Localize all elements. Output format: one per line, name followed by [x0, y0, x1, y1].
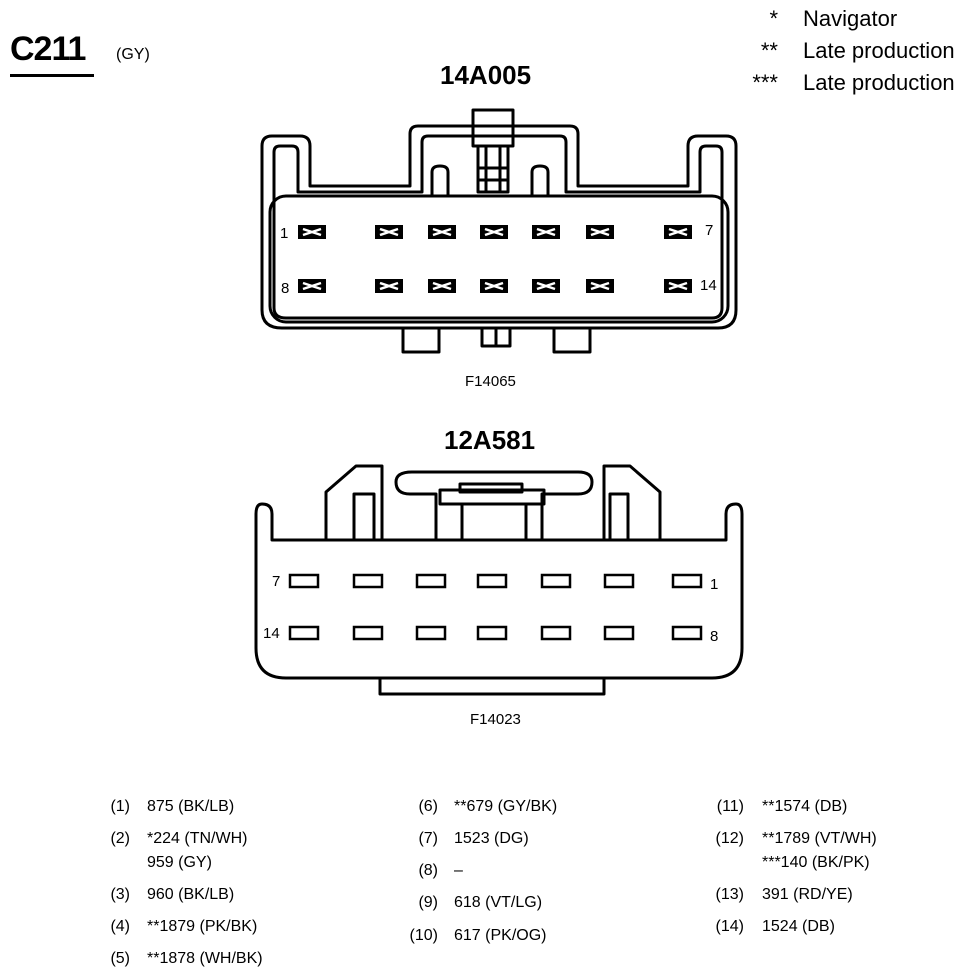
pin-number: (14) — [715, 918, 744, 935]
top-pin-cavity — [664, 279, 692, 293]
legend-mark-2: ** — [760, 38, 778, 63]
pin-wire: *224 (TN/WH) — [147, 830, 248, 847]
pin-wire: **1879 (PK/BK) — [147, 918, 258, 935]
pin-number: (6) — [418, 798, 438, 815]
top-pin-cavity — [586, 225, 614, 239]
bottom-pin-cavity — [352, 573, 384, 589]
title-underline — [10, 74, 94, 77]
pin-number: (9) — [418, 894, 438, 911]
pin-wire: 959 (GY) — [147, 854, 212, 871]
top-pin-label-14: 14 — [700, 277, 717, 294]
top-pin-label-7: 7 — [705, 222, 714, 239]
legend-mark-3: *** — [752, 70, 778, 95]
pin-wire: 1523 (DG) — [454, 830, 529, 847]
pin-wire: 875 (BK/LB) — [147, 798, 235, 815]
pin-wire: **1789 (VT/WH) — [762, 830, 877, 847]
pin-number: (10) — [409, 927, 438, 944]
bottom-pin-cavity — [352, 625, 384, 641]
top-pin-cavity — [375, 225, 403, 239]
bottom-pin-cavity — [671, 625, 703, 641]
bottom-pin-label-8: 8 — [710, 628, 719, 645]
top-connector-figure-code: F14065 — [465, 373, 516, 390]
legend-text-3: Late production — [803, 70, 955, 95]
pin-wire: 960 (BK/LB) — [147, 886, 235, 903]
top-pin-cavity — [298, 225, 326, 239]
pin-number: (5) — [110, 950, 130, 967]
top-pin-cavity — [586, 279, 614, 293]
top-pin-label-8: 8 — [281, 280, 290, 297]
bottom-pin-cavity — [671, 573, 703, 589]
connector-title: C211 — [10, 30, 86, 68]
pin-number: (8) — [418, 862, 438, 879]
bottom-pin-cavity — [476, 573, 508, 589]
pin-number: (1) — [110, 798, 130, 815]
bottom-pin-cavity — [476, 625, 508, 641]
bottom-pin-label-7: 7 — [272, 573, 281, 590]
bottom-pin-cavity — [603, 573, 635, 589]
bottom-pin-label-1: 1 — [710, 576, 719, 593]
pin-number: (4) — [110, 918, 130, 935]
top-pin-cavity — [532, 225, 560, 239]
top-pin-cavity — [664, 225, 692, 239]
bottom-pin-cavity — [415, 573, 447, 589]
pin-wire: 391 (RD/YE) — [762, 886, 853, 903]
pin-wire: 617 (PK/OG) — [454, 927, 547, 944]
pin-wire: 618 (VT/LG) — [454, 894, 543, 911]
bottom-pin-cavity — [415, 625, 447, 641]
pin-number: (13) — [715, 886, 744, 903]
top-pin-cavity — [375, 279, 403, 293]
top-pin-cavity — [480, 225, 508, 239]
pin-number: (3) — [110, 886, 130, 903]
top-pin-cavity — [428, 279, 456, 293]
bottom-pin-cavity — [288, 573, 320, 589]
legend-text-2: Late production — [803, 38, 955, 63]
bottom-pin-label-14: 14 — [263, 625, 280, 642]
top-pin-label-1: 1 — [280, 225, 289, 242]
top-pin-cavity — [298, 279, 326, 293]
pin-wire: – — [454, 862, 463, 879]
connector-color-code: (GY) — [116, 46, 150, 63]
pin-wire: **1878 (WH/BK) — [147, 950, 263, 967]
bottom-pin-cavity — [603, 625, 635, 641]
pin-number: (12) — [715, 830, 744, 847]
bottom-connector-figure-code: F14023 — [470, 711, 521, 728]
pin-wire: 1524 (DB) — [762, 918, 835, 935]
pin-number: (7) — [418, 830, 438, 847]
pin-wire: ***140 (BK/PK) — [762, 854, 870, 871]
bottom-pin-cavity — [540, 573, 572, 589]
top-pin-cavity — [480, 279, 508, 293]
bottom-connector-part-number: 12A581 — [444, 425, 536, 455]
pin-wire: **1574 (DB) — [762, 798, 848, 815]
pin-number: (2) — [110, 830, 130, 847]
legend-text-1: Navigator — [803, 6, 898, 31]
legend-mark-1: * — [769, 6, 778, 31]
top-pin-cavity — [428, 225, 456, 239]
top-connector-part-number: 14A005 — [440, 60, 532, 90]
bottom-pin-cavity — [540, 625, 572, 641]
pin-wire: **679 (GY/BK) — [454, 798, 558, 815]
pin-number: (11) — [716, 798, 744, 815]
top-pin-cavity — [532, 279, 560, 293]
bottom-pin-cavity — [288, 625, 320, 641]
